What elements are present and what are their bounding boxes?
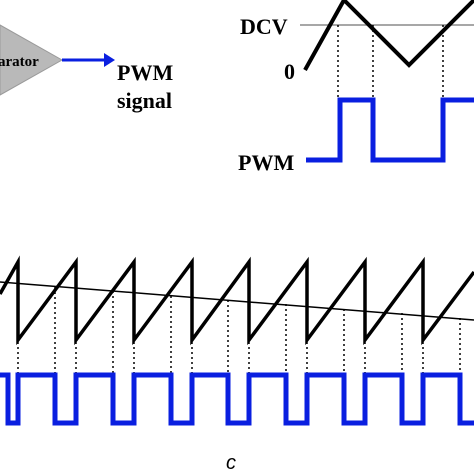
top-waveform: DCV 0 PWM bbox=[238, 0, 474, 175]
pwm-signal-label-line2: signal bbox=[117, 88, 172, 113]
bottom-pwm-wave bbox=[0, 372, 474, 426]
pwm-label: PWM bbox=[238, 150, 294, 175]
comparator-triangle-icon bbox=[0, 24, 64, 96]
sawtooth-carrier-wave bbox=[0, 255, 474, 346]
crossing-guides bbox=[17, 262, 461, 375]
dcv-label: DCV bbox=[240, 14, 288, 39]
zero-label: 0 bbox=[284, 59, 295, 84]
bottom-caption: c bbox=[226, 452, 236, 474]
triangle-carrier-wave bbox=[303, 0, 474, 71]
reference-signal-line bbox=[0, 281, 474, 321]
pwm-signal-label-line1: PWM bbox=[117, 60, 173, 85]
comparator-label: arator bbox=[0, 54, 39, 70]
arrow-right-icon bbox=[62, 53, 115, 67]
comparator-block: arator bbox=[0, 24, 64, 96]
top-pwm-wave bbox=[306, 97, 474, 163]
bottom-waveform: c bbox=[0, 255, 474, 474]
